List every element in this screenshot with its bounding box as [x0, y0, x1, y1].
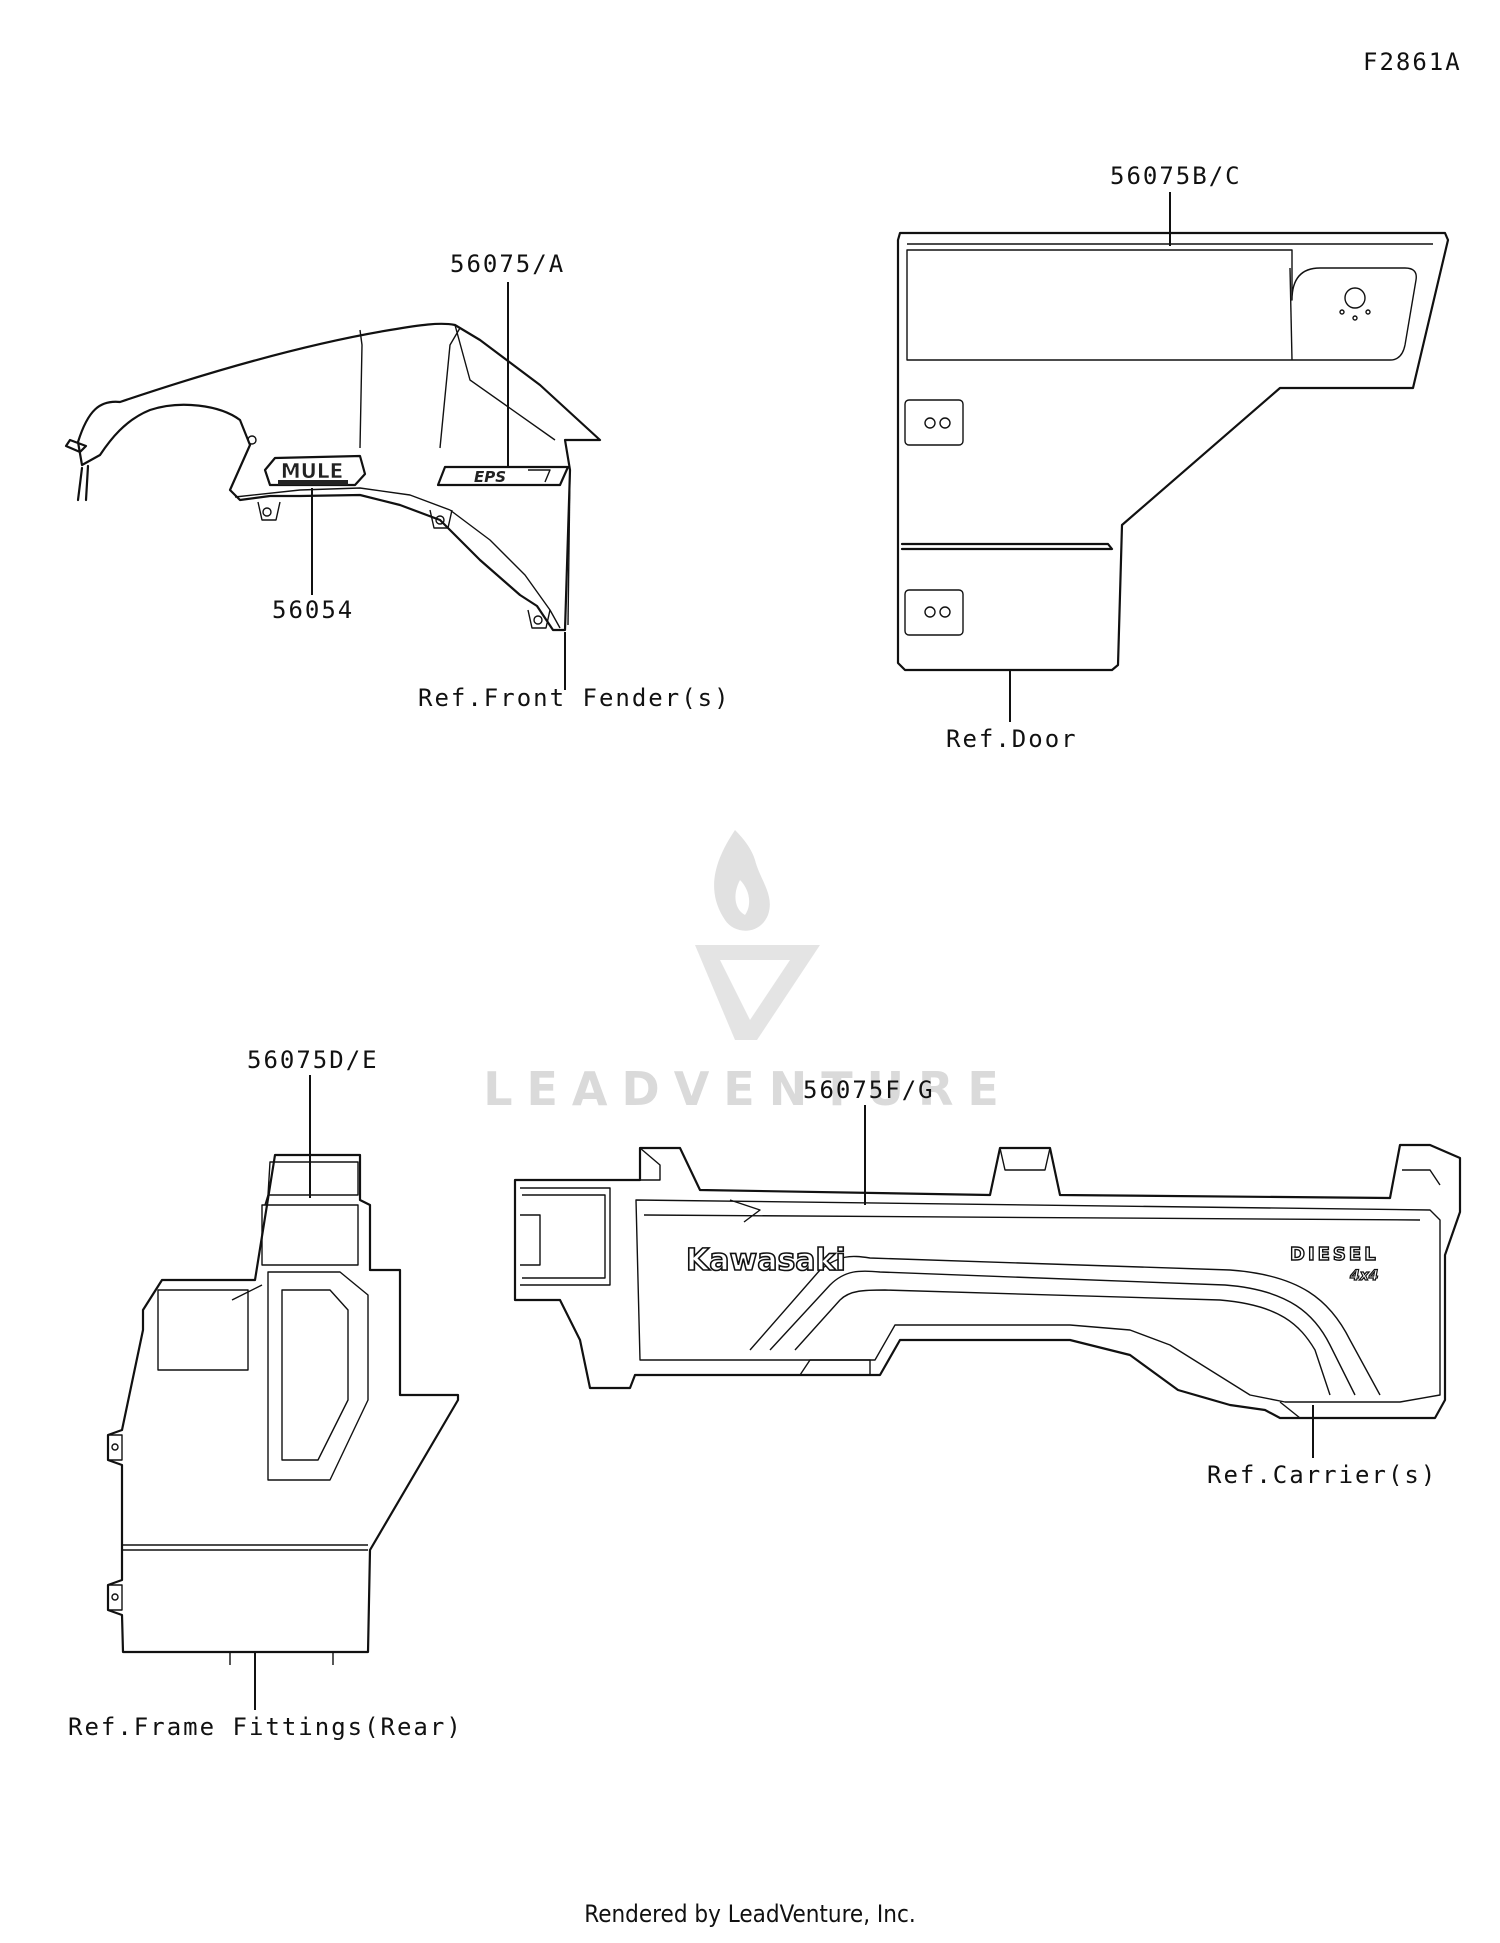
- front-fender-mule-part-label: 56054: [272, 596, 354, 624]
- front-fender-inner-line: [234, 487, 561, 629]
- door-window: [906, 249, 1417, 361]
- watermark-text: LEADVENTURE: [483, 1062, 1013, 1116]
- rear-frame-group: [106, 1075, 460, 1710]
- kawasaki-decal-text: Kawasaki: [686, 1243, 846, 1278]
- mule-decal: MULE: [263, 454, 367, 487]
- front-fender-group: MULE EPS: [64, 282, 602, 690]
- carrier-body-inner: [635, 1199, 1441, 1403]
- front-fender-ref-label: Ref.Front Fender(s): [418, 684, 731, 712]
- carrier-part-label: 56075F/G: [803, 1076, 935, 1104]
- four-by-four-decal-text: 4x4: [1349, 1268, 1379, 1284]
- eps-decal: EPS: [436, 465, 570, 487]
- watermark-logo: LEADVENTURE: [483, 830, 1013, 1116]
- rear-frame-outline: [106, 1153, 460, 1654]
- front-fender-part-label: 56075/A: [450, 250, 565, 278]
- mule-decal-text: MULE: [281, 459, 344, 483]
- footer-credit: Rendered by LeadVenture, Inc.: [584, 1900, 916, 1928]
- door-outline: [896, 231, 1450, 672]
- diagram-code: F2861A: [1363, 48, 1462, 76]
- diesel-decal-text: DIESEL: [1290, 1244, 1379, 1265]
- rear-frame-part-label: 56075D/E: [247, 1046, 379, 1074]
- rear-frame-recess: [267, 1271, 369, 1481]
- front-fender-outline: [76, 322, 602, 632]
- door-ref-label: Ref.Door: [946, 725, 1078, 753]
- door-part-label: 56075B/C: [1110, 162, 1242, 190]
- rear-frame-ref-label: Ref.Frame Fittings(Rear): [68, 1713, 463, 1741]
- carrier-group: Kawasaki DIESEL 4x4: [513, 1105, 1462, 1458]
- carrier-ref-label: Ref.Carrier(s): [1207, 1461, 1437, 1489]
- carrier-outline: [513, 1143, 1462, 1420]
- eps-decal-text: EPS: [474, 468, 506, 486]
- carrier-swoop: [749, 1255, 1381, 1396]
- door-group: [896, 192, 1450, 722]
